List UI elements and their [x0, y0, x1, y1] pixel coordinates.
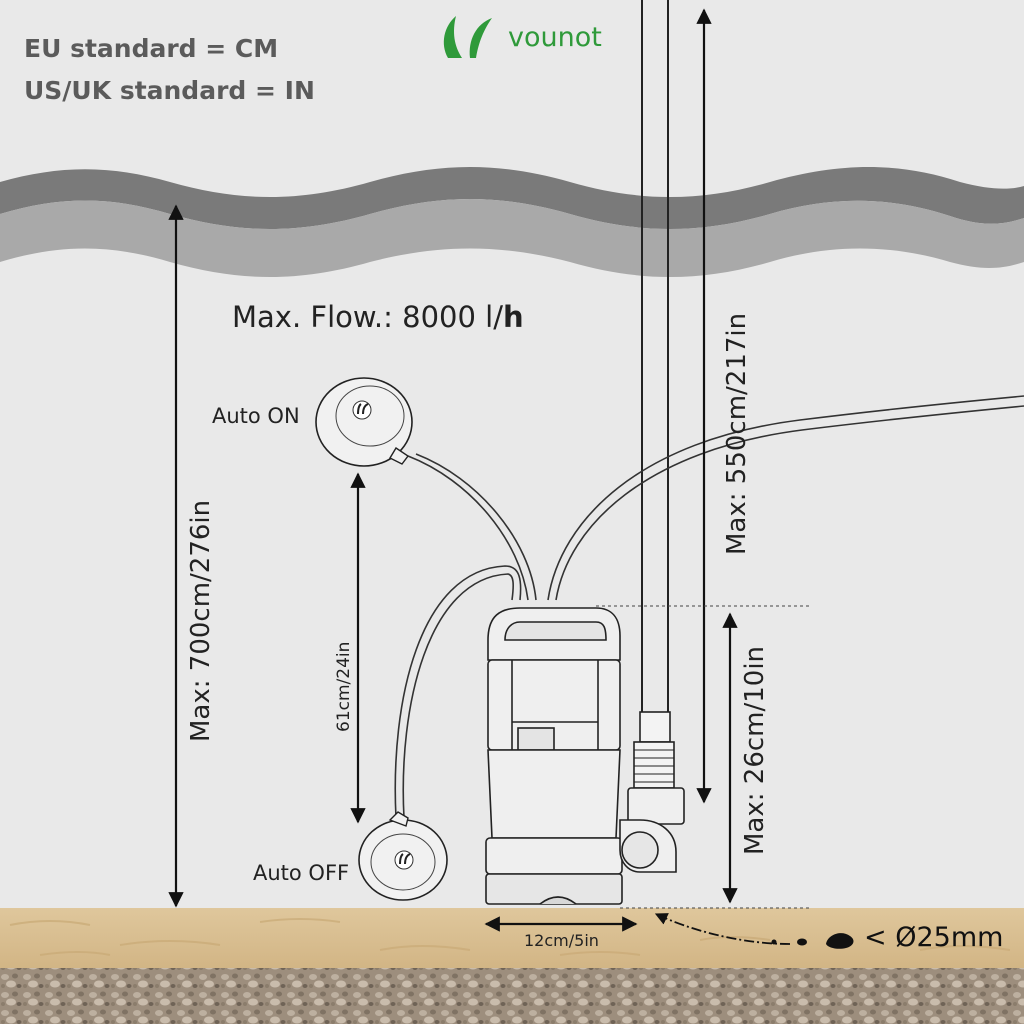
max-depth-label: Max: 700cm/276in	[186, 499, 216, 742]
gravel-layer	[0, 968, 1024, 1024]
discharge-pipe	[641, 0, 669, 712]
dimension-lines	[168, 8, 738, 932]
particle-size-label: < Ø25mm	[864, 922, 1004, 953]
brand-name: vounot	[508, 22, 602, 53]
max-head-label: Max: 550cm/217in	[722, 312, 752, 555]
width-label: 12cm/5in	[524, 931, 599, 950]
auto-on-label: Auto ON	[212, 404, 300, 428]
pump	[485, 607, 685, 905]
us-uk-standard-note: US/UK standard = IN	[24, 76, 315, 105]
vounot-logo-icon	[443, 16, 492, 58]
max-flow-label: Max. Flow.: 8000 l/h	[232, 300, 524, 334]
cables	[394, 395, 1024, 819]
sand-ripples	[9, 918, 1011, 956]
eu-standard-note: EU standard = CM	[24, 34, 279, 63]
water-surface	[0, 167, 1024, 277]
float-switch-on	[315, 377, 413, 467]
wave-light	[0, 199, 1024, 277]
switch-range-label: 61cm/24in	[334, 641, 354, 732]
max-height-label: Max: 26cm/10in	[740, 645, 770, 855]
wave-dark	[0, 167, 1024, 229]
guide-lines	[596, 605, 812, 909]
auto-off-label: Auto OFF	[253, 861, 350, 885]
intake-arrow	[654, 913, 854, 949]
max-flow-unit: h	[502, 300, 524, 334]
float-switch-off	[358, 811, 448, 901]
max-flow-value: Max. Flow.: 8000 l/	[232, 300, 503, 334]
